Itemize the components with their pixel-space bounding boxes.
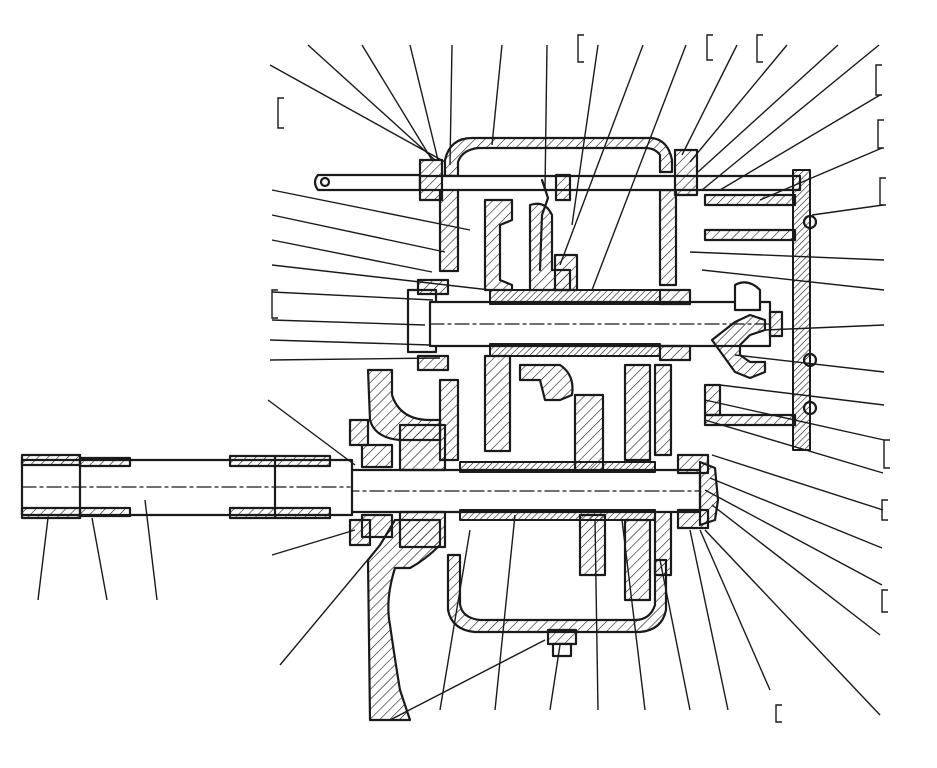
leader-line bbox=[681, 44, 738, 156]
leader-line bbox=[269, 339, 431, 346]
leader-line bbox=[389, 639, 546, 721]
leader-line bbox=[267, 399, 356, 466]
leader-line bbox=[269, 64, 446, 163]
leader-line bbox=[811, 204, 884, 216]
leader-line bbox=[491, 44, 503, 146]
label-bracket bbox=[879, 177, 886, 206]
leader-line bbox=[594, 519, 599, 711]
leader-line bbox=[689, 251, 885, 261]
leader-line bbox=[307, 44, 436, 161]
leader-line bbox=[591, 44, 687, 291]
leader-line bbox=[734, 354, 885, 373]
label-bracket bbox=[881, 589, 888, 613]
leader-line bbox=[271, 264, 491, 291]
label-bracket bbox=[877, 119, 884, 149]
leader-line bbox=[704, 489, 883, 586]
leader-line bbox=[764, 324, 885, 331]
leader-line bbox=[439, 529, 471, 711]
leader-line bbox=[711, 504, 881, 636]
leader-line bbox=[719, 384, 885, 406]
leader-line bbox=[494, 514, 516, 711]
leader-line bbox=[361, 44, 433, 161]
drive-shaft-extension bbox=[20, 453, 354, 520]
label-bracket bbox=[775, 704, 782, 723]
label-bracket bbox=[883, 439, 890, 469]
control-rod bbox=[313, 148, 802, 272]
label-bracket bbox=[875, 64, 882, 96]
leader-line bbox=[704, 399, 885, 441]
leader-line bbox=[559, 44, 644, 266]
label-bracket bbox=[881, 499, 888, 521]
label-bracket bbox=[756, 34, 763, 63]
input-shaft bbox=[406, 278, 772, 372]
leader-line bbox=[711, 454, 884, 511]
leader-line bbox=[689, 529, 729, 711]
leader-line bbox=[271, 529, 356, 556]
leader-lines bbox=[37, 44, 885, 721]
leader-line bbox=[409, 44, 439, 161]
leader-line bbox=[271, 239, 433, 273]
leader-line bbox=[449, 44, 453, 166]
label-bracket bbox=[706, 34, 713, 61]
leader-line bbox=[271, 319, 426, 326]
label-bracket bbox=[577, 34, 584, 63]
leader-line bbox=[621, 519, 646, 711]
leader-line bbox=[697, 44, 839, 173]
label-bracket bbox=[277, 97, 284, 129]
leader-line bbox=[269, 357, 441, 361]
leader-line bbox=[571, 44, 599, 226]
label-bracket bbox=[271, 289, 278, 319]
leader-line bbox=[91, 517, 108, 601]
leader-line bbox=[709, 477, 883, 549]
leader-line bbox=[549, 644, 561, 711]
leader-line bbox=[699, 529, 771, 691]
leader-line bbox=[271, 189, 471, 231]
leader-line bbox=[704, 529, 881, 716]
leader-line bbox=[659, 559, 691, 711]
mounting-flange bbox=[348, 368, 442, 722]
leader-line bbox=[701, 269, 885, 291]
leader-line bbox=[719, 94, 881, 191]
leader-line bbox=[544, 44, 548, 191]
leader-line bbox=[37, 517, 49, 601]
leader-line bbox=[701, 44, 880, 191]
leader-line bbox=[689, 44, 788, 163]
leader-line bbox=[759, 147, 883, 201]
leader-line bbox=[704, 419, 884, 474]
leader-line bbox=[271, 214, 446, 253]
leader-line bbox=[271, 291, 434, 301]
leader-line bbox=[279, 544, 381, 666]
output-shaft bbox=[343, 423, 720, 602]
leader-line bbox=[144, 499, 158, 601]
label-brackets bbox=[271, 34, 890, 723]
